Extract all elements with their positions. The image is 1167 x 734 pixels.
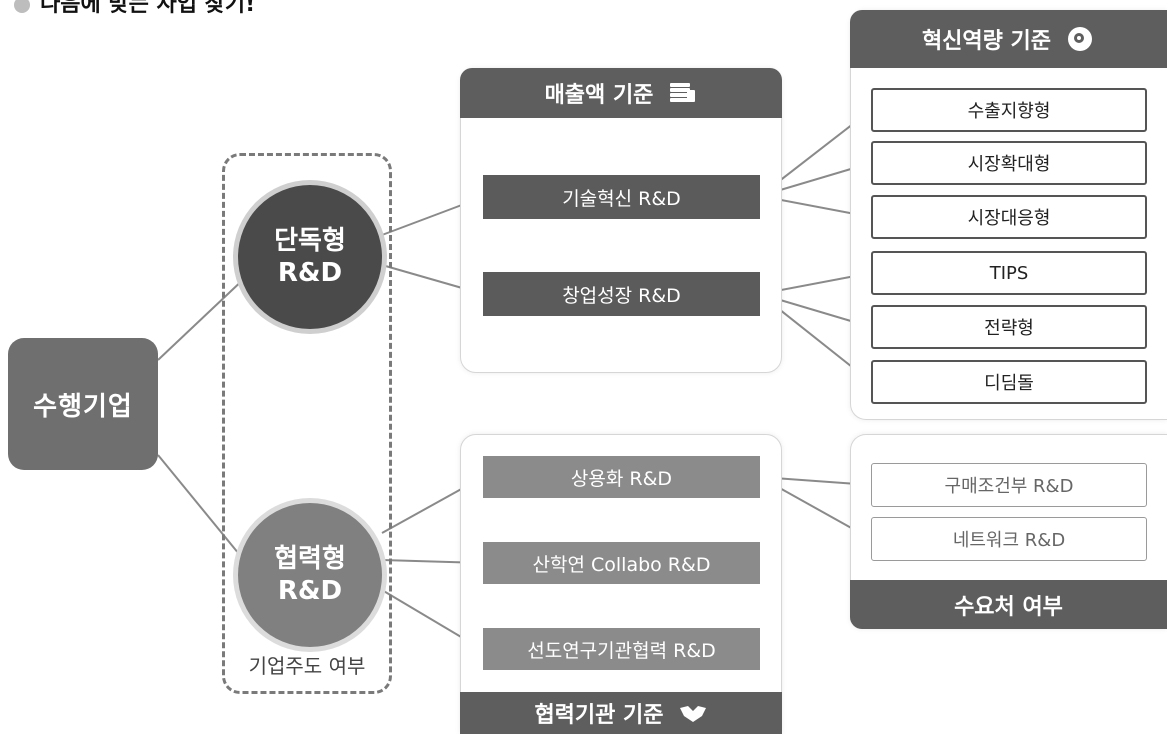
connector-root-coop bbox=[157, 454, 249, 566]
sales-panel bbox=[460, 68, 782, 373]
strategy-box: 전략형 bbox=[871, 305, 1147, 349]
leading-institution-rd-box: 선도연구기관협력 R&D bbox=[483, 628, 760, 670]
market-response-box: 시장대응형 bbox=[871, 195, 1147, 239]
page-heading: 다음에 맞는 사업 찾기! bbox=[0, 0, 256, 17]
company-lead-label: 기업주도 여부 bbox=[248, 654, 366, 678]
innovation-panel-title: 혁신역량 기준 bbox=[921, 29, 1052, 54]
collabo-rd-box: 산학연 Collabo R&D bbox=[483, 542, 760, 584]
root-node: 수행기업 bbox=[8, 338, 158, 470]
demand-panel-title: 수요처 여부 bbox=[954, 594, 1063, 620]
startup-growth-rd-box: 창업성장 R&D bbox=[483, 272, 760, 316]
coop-rd-label-line1: 협력형 bbox=[274, 543, 346, 574]
page-heading-text: 다음에 맞는 사업 찾기! bbox=[40, 0, 256, 17]
coop-rd-circle: 협력형 R&D bbox=[238, 503, 382, 647]
tech-innovation-rd-box: 기술혁신 R&D bbox=[483, 175, 760, 219]
export-oriented-box: 수출지향형 bbox=[871, 88, 1147, 132]
partner-panel-title: 협력기관 기준 bbox=[534, 703, 664, 728]
stacked-coins-icon bbox=[670, 83, 696, 102]
gear-head-icon bbox=[1068, 27, 1093, 51]
partner-panel-header: 협력기관 기준 bbox=[460, 692, 782, 734]
innovation-panel-header: 혁신역량 기준 bbox=[850, 10, 1167, 68]
connector-root-solo bbox=[157, 274, 249, 361]
sales-panel-header: 매출액 기준 bbox=[460, 68, 782, 118]
demand-panel-header: 수요처 여부 bbox=[850, 580, 1167, 629]
network-rd-box: 네트워크 R&D bbox=[871, 517, 1147, 561]
bullet-dot-icon bbox=[14, 0, 30, 13]
solo-rd-circle: 단독형 R&D bbox=[238, 185, 382, 329]
coop-rd-label-line2: R&D bbox=[277, 576, 343, 606]
purchase-condition-rd-box: 구매조건부 R&D bbox=[871, 463, 1147, 507]
solo-rd-label-line2: R&D bbox=[277, 258, 343, 288]
sales-panel-title: 매출액 기준 bbox=[544, 83, 654, 108]
stepping-stone-box: 디딤돌 bbox=[871, 360, 1147, 404]
solo-rd-label-line1: 단독형 bbox=[274, 225, 346, 256]
tips-box: TIPS bbox=[871, 251, 1147, 295]
handshake-icon bbox=[679, 706, 706, 722]
market-expansion-box: 시장확대형 bbox=[871, 141, 1147, 185]
company-lead-group bbox=[222, 153, 392, 694]
commercialization-rd-box: 상용화 R&D bbox=[483, 456, 760, 498]
